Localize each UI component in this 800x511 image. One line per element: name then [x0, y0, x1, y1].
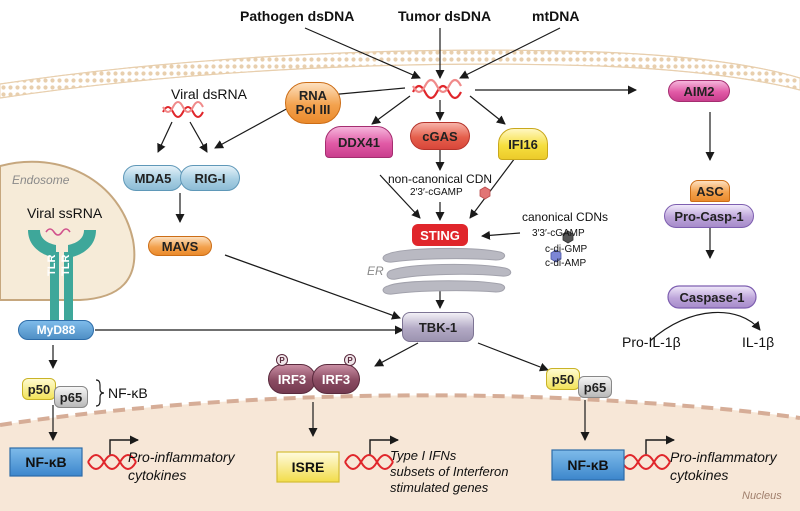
viral-dsrna-label: Viral dsRNA	[171, 86, 247, 102]
type1-line3: stimulated genes	[390, 480, 489, 495]
cgamp33-hexagon	[562, 230, 574, 244]
mda5-node: MDA5	[123, 165, 183, 191]
sting-node: STING	[412, 224, 468, 246]
rna-pol-line1: RNA	[298, 88, 328, 103]
mavs-node: MAVS	[148, 236, 212, 256]
nfkb-complex-label: NF-κB	[108, 385, 148, 401]
nfkb-tf-right: NF-κB	[567, 457, 609, 473]
phospho-marker-left: P	[276, 354, 288, 366]
tumor-dsdna-label: Tumor dsDNA	[398, 8, 492, 24]
tlr-label-right: TLR	[60, 254, 72, 276]
phospho-marker-right: P	[344, 354, 356, 366]
rna-pol-line2: Pol III	[295, 102, 331, 117]
gene-promoter-isre	[369, 435, 399, 456]
tbk1-node: TBK-1	[402, 312, 474, 342]
dsdna-helix	[412, 78, 462, 100]
pathogen-dsdna-label: Pathogen dsDNA	[240, 8, 355, 24]
pro-inflammatory-line2-right: cytokines	[670, 467, 729, 483]
caspase-pill-shape	[667, 285, 757, 309]
viral-ssrna-label: Viral ssRNA	[27, 205, 103, 221]
irf3-node-right: IRF3	[312, 364, 360, 394]
nucleus-label: Nucleus	[742, 490, 782, 502]
nucleus-region	[0, 395, 800, 511]
nfkb-brace	[95, 379, 105, 407]
aim2-node: AIM2	[668, 80, 730, 102]
caspase-1-node: Caspase-1	[679, 289, 745, 305]
mtdna-label: mtDNA	[532, 8, 580, 24]
myd88-node: MyD88	[18, 320, 94, 340]
type1-ifn-text: Type I IFNs subsets of Interferon stimul…	[390, 448, 509, 496]
cgamp-hexagon	[479, 186, 491, 200]
er-label: ER	[367, 264, 384, 278]
pro-inflammatory-line1-right: Pro-inflammatory	[670, 449, 777, 465]
isre-box	[276, 451, 340, 483]
cdigmp-label: c-di-GMP	[545, 244, 588, 255]
asc-node: ASC	[690, 180, 730, 202]
endosome-label: Endosome	[12, 173, 70, 187]
p65-node-left: p65	[54, 386, 88, 408]
endosome	[0, 160, 136, 301]
er-membrane	[382, 247, 512, 295]
cgamp23-label: 2′3′-cGAMP	[410, 187, 463, 198]
pro-inflammatory-line2-left: cytokines	[128, 467, 187, 483]
rig-i-node: RIG-I	[180, 165, 240, 191]
cgas-node: cGAS	[410, 122, 470, 150]
gene-promoter-nfkb-left	[109, 435, 139, 456]
p50-node-left: p50	[22, 378, 56, 400]
pro-inflammatory-text-left: Pro-inflammatory cytokines	[128, 448, 235, 484]
nfkb-tf-left: NF-κB	[25, 454, 67, 470]
p50-node-right: p50	[546, 368, 580, 390]
cdigmp-hexagon	[550, 249, 562, 263]
rna-pol-iii-node: RNA Pol III	[285, 82, 341, 124]
pro-il-1b-label: Pro-IL-1β	[622, 334, 681, 350]
tlr-receptor	[28, 228, 96, 322]
p65-node-right: p65	[578, 376, 612, 398]
tlr-label-left: TLR	[46, 254, 58, 276]
ifi16-node: IFI16	[498, 128, 548, 160]
viral-dsrna-helix	[162, 101, 204, 118]
type1-line1: Type I IFNs	[390, 448, 457, 463]
noncanonical-cdn-label: non-canonical CDN	[388, 172, 493, 186]
gene-promoter-nfkb-right	[645, 435, 675, 456]
cdiamp-label: c-di-AMP	[545, 258, 587, 269]
nfkb-box-left	[9, 447, 83, 477]
canonical-cdns-label: canonical CDNs	[522, 210, 609, 224]
pro-inflammatory-text-right: Pro-inflammatory cytokines	[670, 448, 777, 484]
il-1b-label: IL-1β	[742, 334, 775, 350]
type1-line2: subsets of Interferon	[390, 464, 509, 479]
irf3-node-left: IRF3	[268, 364, 316, 394]
isre-element: ISRE	[291, 459, 325, 475]
nfkb-box-right	[551, 449, 625, 481]
ddx41-node: DDX41	[325, 126, 393, 158]
pro-inflammatory-line1-left: Pro-inflammatory	[128, 449, 235, 465]
pro-casp-1-node: Pro-Casp-1	[664, 204, 754, 228]
cgamp33-label: 3′3′-cGAMP	[532, 228, 585, 239]
